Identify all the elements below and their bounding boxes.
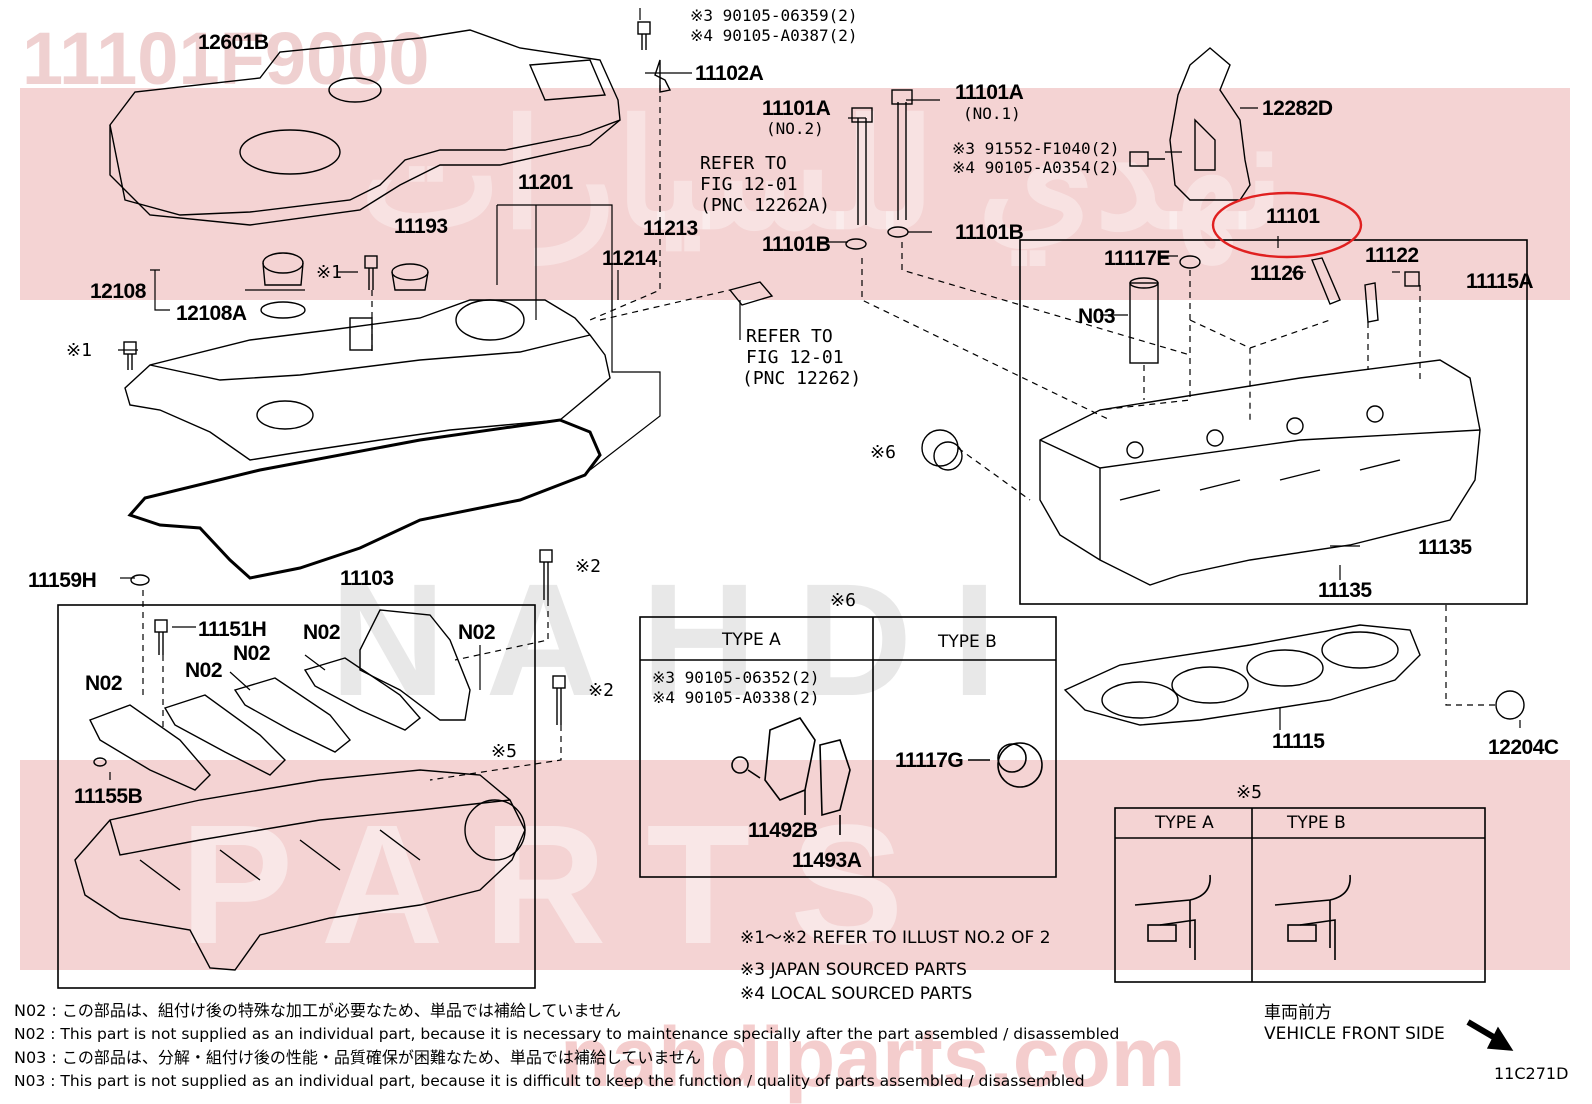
vehicle-front-side-jp: 車両前方	[1264, 1003, 1332, 1023]
callout-11103: 11103	[340, 567, 394, 590]
small-parts	[93, 59, 1525, 767]
table6-col-a: TYPE A	[722, 630, 781, 650]
table-type6-frame	[639, 616, 1057, 878]
callout-x5: ※5	[491, 741, 517, 762]
cylinder-head	[1039, 359, 1481, 586]
callout-11201: 11201	[518, 171, 573, 194]
callout-x1-top: ※1	[316, 262, 342, 283]
footnote-n03-en: N03 : This part is not supplied as an in…	[14, 1072, 1085, 1090]
callout-N02-c: N02	[233, 642, 271, 665]
legend-refer-illust: ※1～※2 REFER TO ILLUST NO.2 OF 2	[740, 928, 1051, 948]
watermark-band-bottom	[20, 760, 1570, 970]
vehicle-front-arrow-icon	[1466, 1019, 1514, 1051]
callout-12204C: 12204C	[1488, 736, 1559, 759]
table5-col-b: TYPE B	[1287, 813, 1346, 833]
table6-part-11493A: 11493A	[792, 849, 862, 872]
callout-refer-12262-3: (PNC 12262)	[742, 368, 862, 389]
callout-11151H: 11151H	[198, 618, 267, 641]
footnote-n03-jp: N03 : この部品は、分解・組付け後の性能・品質確保が困難なため、単品では補給…	[14, 1048, 701, 1067]
callout-note3a: ※3 90105-06359(2)	[690, 6, 858, 25]
callout-11213: 11213	[643, 217, 698, 240]
legend-japan-sourced: ※3 JAPAN SOURCED PARTS	[740, 960, 967, 980]
callout-11122: 11122	[1365, 244, 1419, 267]
watermark-part-number: 11101F9000	[22, 17, 430, 100]
head-cover-gasket	[127, 418, 602, 580]
watermark-arabic: نهدي للسيارات	[360, 91, 1285, 259]
camshaft-caps	[89, 609, 471, 791]
callout-refer-12262A-3: (PNC 12262A)	[700, 195, 831, 216]
bolts	[123, 21, 1165, 725]
watermark-site: nahdiparts.com	[560, 1010, 1186, 1104]
table5-col-a: TYPE A	[1155, 813, 1214, 833]
cylinder-head-cover	[124, 299, 611, 461]
callout-11115: 11115	[1272, 730, 1325, 753]
table6-title: ※6	[830, 590, 856, 611]
callout-11101A-no1-sub: (NO.1)	[963, 104, 1021, 123]
callout-12282D: 12282D	[1262, 97, 1333, 120]
table6-col-b: TYPE B	[938, 632, 997, 652]
engine-hanger	[1169, 47, 1251, 201]
cylinder-head-box	[1019, 239, 1528, 605]
callout-11193: 11193	[394, 215, 448, 238]
head-gasket	[1063, 624, 1421, 726]
footnote-n02-jp: N02 : この部品は、組付け後の特殊な加工が必要なため、単品では補給していませ…	[14, 1001, 621, 1020]
callout-11101: 11101	[1266, 205, 1320, 228]
callout-11101A-no1: 11101A	[955, 81, 1024, 104]
callout-12601B: 12601B	[198, 31, 269, 54]
camshaft-box	[57, 604, 536, 989]
callout-11115A: 11115A	[1466, 270, 1534, 293]
watermark-parts: PARTS	[180, 790, 944, 980]
callout-note4a: ※4 90105-A0387(2)	[690, 26, 858, 45]
callout-refer-12262A-1: REFER TO	[700, 153, 787, 174]
callout-11155B: 11155B	[74, 785, 143, 808]
table5-title: ※5	[1236, 782, 1262, 803]
footnote-n02-en: N02 : This part is not supplied as an in…	[14, 1025, 1120, 1043]
watermark-nahdi: NAHDI	[330, 550, 1037, 729]
callout-N02-b: N02	[458, 621, 496, 644]
legend-local-sourced: ※4 LOCAL SOURCED PARTS	[740, 984, 973, 1004]
callout-11101A-no2: 11101A	[762, 97, 831, 120]
callout-N02-e: N02	[85, 672, 123, 695]
callout-11214: 11214	[602, 247, 657, 270]
callout-x2-top: ※2	[575, 556, 601, 577]
vehicle-front-side-en: VEHICLE FRONT SIDE	[1264, 1024, 1445, 1044]
callout-11101B-right: 11101B	[955, 221, 1024, 244]
table6-part-11117G: 11117G	[895, 749, 964, 772]
table6-note3: ※3 90105-06352(2)	[652, 668, 820, 687]
callout-note4b: ※4 90105-A0354(2)	[952, 158, 1120, 177]
callout-note3b: ※3 91552-F1040(2)	[952, 139, 1120, 158]
callout-11101A-no2-sub: (NO.2)	[766, 119, 824, 138]
callout-11135-right: 11135	[1418, 536, 1472, 559]
table-type5-frame	[1114, 807, 1486, 983]
callout-x1-left: ※1	[66, 340, 92, 361]
callout-11117E: 11117E	[1104, 247, 1170, 270]
illustration-code: 11C271D	[1494, 1064, 1569, 1083]
callout-x2-mid: ※2	[588, 680, 614, 701]
table6-part-11492B: 11492B	[748, 819, 818, 842]
callout-refer-12262-2: FIG 12-01	[746, 347, 844, 368]
callout-N03: N03	[1078, 305, 1116, 328]
callout-12108: 12108	[90, 280, 146, 303]
highlight-ring-11101	[1211, 191, 1363, 259]
callout-11126: 11126	[1250, 262, 1304, 285]
callout-11135-bottom: 11135	[1318, 579, 1372, 602]
engine-cover	[109, 29, 621, 226]
callout-12108A: 12108A	[176, 302, 247, 325]
callout-11159H: 11159H	[28, 569, 97, 592]
callout-refer-12262-1: REFER TO	[746, 326, 833, 347]
leader-lines	[109, 8, 1521, 781]
callout-N02-a: N02	[303, 621, 341, 644]
table6-note4: ※4 90105-A0338(2)	[652, 688, 820, 707]
camshaft-housing	[74, 769, 526, 971]
callout-x6: ※6	[870, 442, 896, 463]
callout-11101B-left: 11101B	[762, 233, 831, 256]
callout-N02-d: N02	[185, 659, 223, 682]
callout-11102A: 11102A	[695, 62, 764, 85]
callout-refer-12262A-2: FIG 12-01	[700, 174, 798, 195]
